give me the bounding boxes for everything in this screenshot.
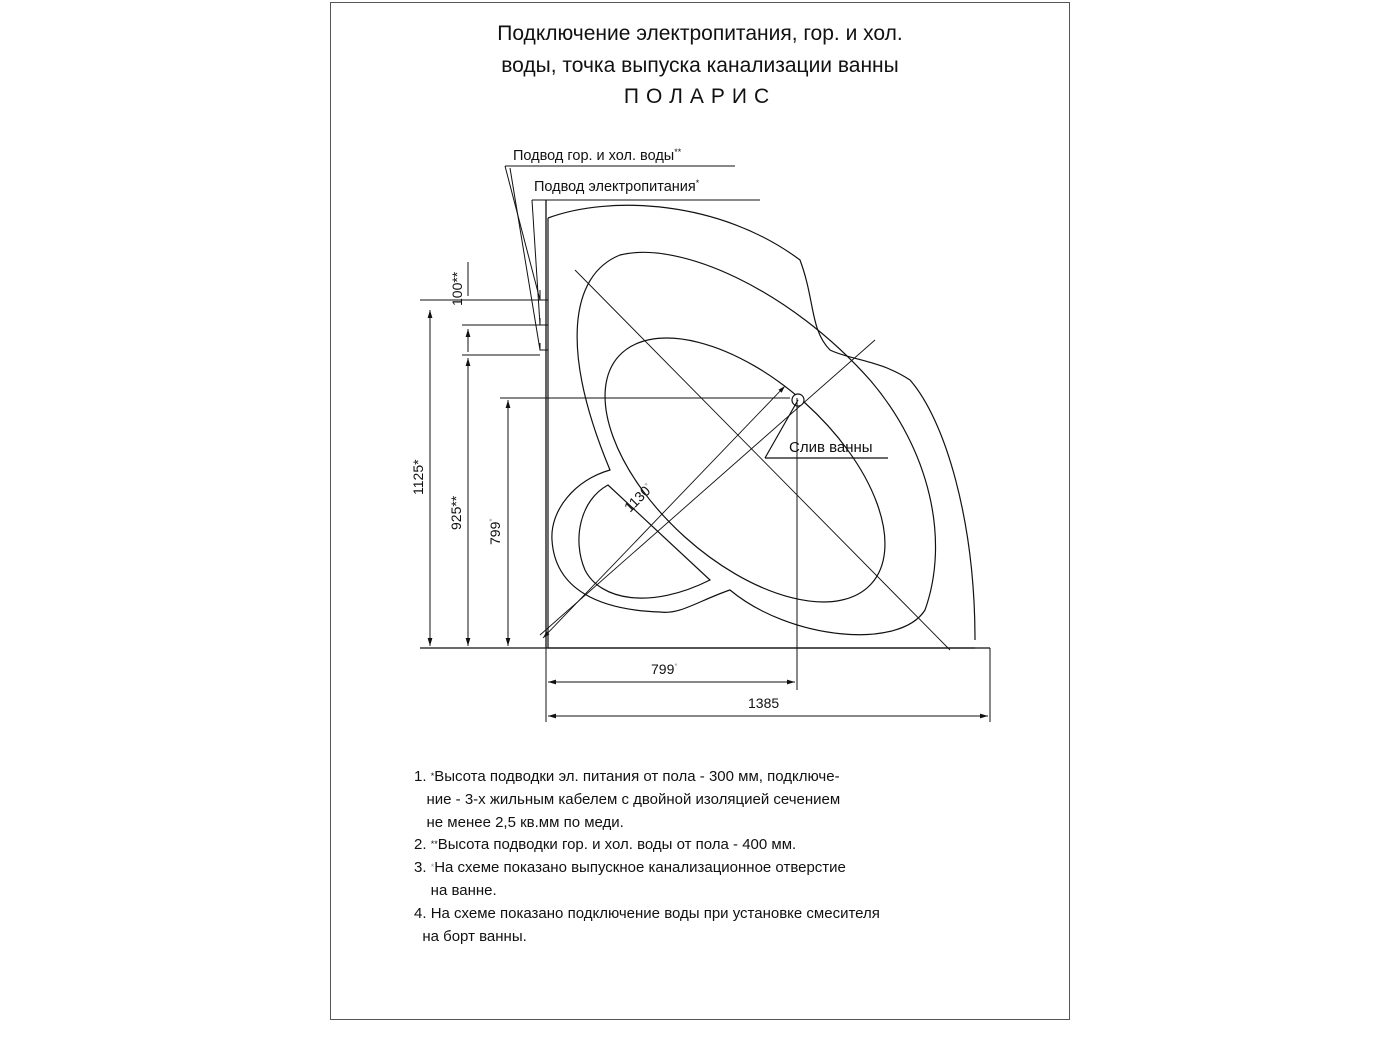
dim-drain-x-label: 799* xyxy=(651,661,677,677)
water-supply-label: Подвод гор. и хол. воды** xyxy=(513,147,682,164)
tub-outer-rim xyxy=(547,204,976,641)
notes-list: 1. *Высота подводки эл. питания от пола … xyxy=(414,766,880,948)
note-line: 2. **Высота подводки гор. и хол. воды от… xyxy=(414,836,797,854)
note-line: на ванне. xyxy=(414,881,497,899)
dim-drain-y-label: 799* xyxy=(487,519,503,545)
dim-diagonal-label: 1130* xyxy=(621,480,656,515)
title-line-2: воды, точка выпуска канализации ванны xyxy=(501,54,899,77)
note-line: ние - 3-х жильным кабелем с двойной изол… xyxy=(414,790,841,808)
drain-point xyxy=(764,393,888,459)
note-line: 3. *На схеме показано выпускное канализа… xyxy=(414,859,846,877)
supply-leaders xyxy=(504,165,760,351)
title-line-1: Подключение электропитания, гор. и хол. xyxy=(497,22,903,45)
tub-outline xyxy=(547,204,976,649)
dim-width-label: 1385 xyxy=(748,695,779,711)
diagonal-axis xyxy=(574,269,951,651)
vertical-dimensions xyxy=(420,262,790,646)
dim-power-height-label: 1125* xyxy=(410,459,426,495)
note-line: 1. *Высота подводки эл. питания от пола … xyxy=(414,768,840,785)
note-line: 4. На схеме показано подключение воды пр… xyxy=(414,904,880,922)
horizontal-dimensions xyxy=(545,398,991,722)
model-name: ПОЛАРИС xyxy=(623,85,777,108)
note-line: на борт ванны. xyxy=(414,927,527,945)
power-supply-label: Подвод электропитания* xyxy=(534,178,700,195)
dim-water-height-label: 925** xyxy=(448,495,464,530)
drain-label: Слив ванны xyxy=(789,439,873,456)
walls xyxy=(420,200,990,649)
dim-water-offset-label: 100** xyxy=(449,271,465,306)
note-line: не менее 2,5 кв.мм по меди. xyxy=(414,813,624,831)
diagonal-dimension-line xyxy=(539,339,876,636)
center-lines xyxy=(539,269,951,651)
tub-bowl xyxy=(604,337,886,603)
